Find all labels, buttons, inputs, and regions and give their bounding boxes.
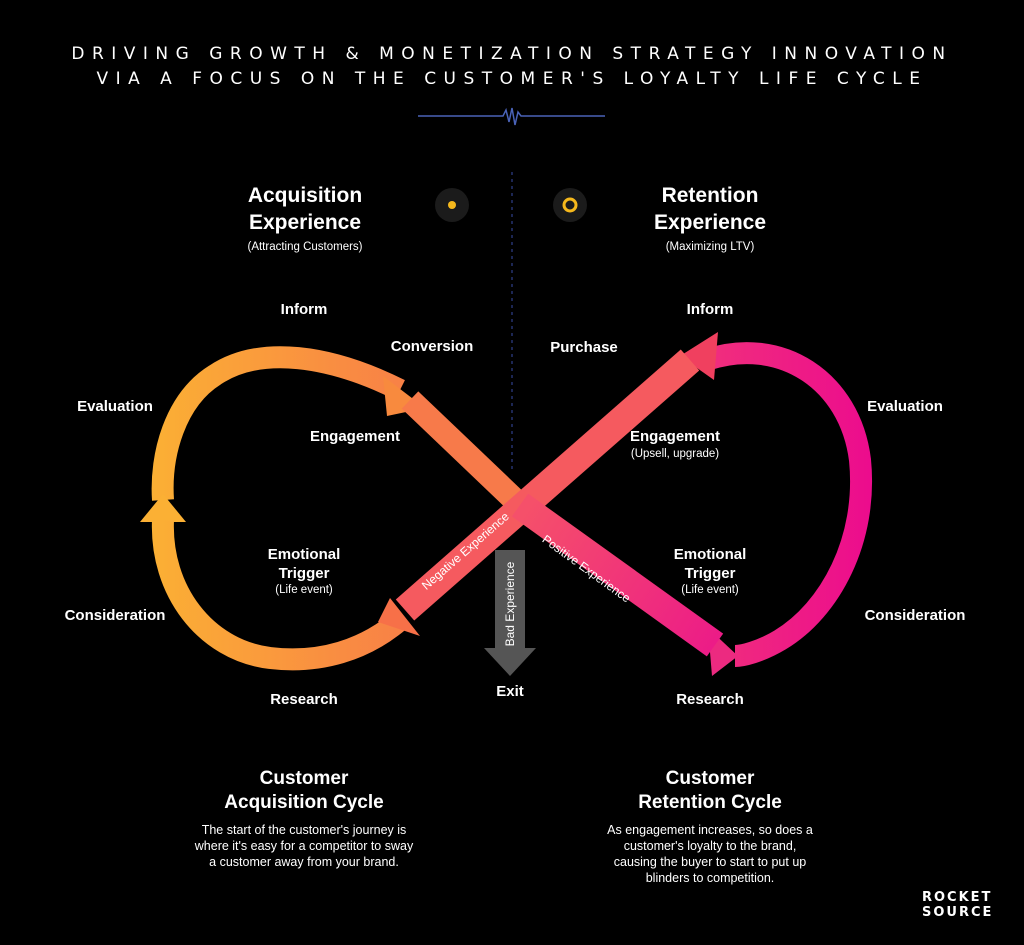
retention-inform-arrowhead (680, 332, 718, 380)
acquisition-lower-arc (151, 519, 408, 671)
retention-dot-glow (553, 188, 587, 222)
acq-life-event-note: (Life event) (275, 584, 333, 596)
acquisition-upper-arc (151, 346, 405, 501)
ret-upsell-note: (Upsell, upgrade) (630, 448, 720, 460)
ret-life-event-note: (Life event) (681, 584, 739, 596)
acq-engagement-label: Engagement (309, 428, 400, 445)
retention-subheading: (Maximizing LTV) (665, 241, 755, 253)
retention-upper-arc (702, 342, 872, 667)
acquisition-up-arrowhead (140, 494, 186, 522)
retention-dot (562, 197, 578, 213)
acq-conversion-label: Conversion (390, 338, 474, 355)
acquisition-cycle-description: The start of the customer's journey is w… (194, 823, 414, 869)
positive-experience-band (511, 493, 724, 657)
ret-research-label: Research (676, 691, 744, 708)
bad-experience-arrowhead (484, 648, 536, 676)
acq-inform-label: Inform (280, 301, 328, 318)
ret-inform-label: Inform (686, 301, 734, 318)
header-wave-decoration (418, 107, 605, 126)
acq-research-label: Research (270, 691, 338, 708)
ret-consideration-label: Consideration (864, 607, 966, 624)
bad-experience-label: Bad Experience (503, 561, 517, 646)
title-line-2: VIA A FOCUS ON THE CUSTOMER'S LOYALTY LI… (96, 69, 928, 89)
exit-label: Exit (496, 683, 524, 700)
acq-evaluation-label: Evaluation (77, 398, 153, 415)
acquisition-dot (448, 201, 456, 209)
bad-experience-arrow-shaft (495, 550, 525, 650)
acquisition-diagonal (401, 391, 529, 514)
ret-evaluation-label: Evaluation (867, 398, 943, 415)
acq-consideration-label: Consideration (64, 607, 166, 624)
ret-engagement-label: Engagement (629, 428, 720, 445)
negative-experience-arrowhead (378, 598, 420, 636)
ret-purchase-label: Purchase (550, 339, 618, 356)
acquisition-subheading: (Attracting Customers) (247, 241, 363, 253)
negative-experience-band (395, 349, 700, 621)
retention-cycle-description: As engagement increases, so does a custo… (607, 823, 813, 885)
title-line-1: DRIVING GROWTH & MONETIZATION STRATEGY I… (71, 44, 953, 64)
